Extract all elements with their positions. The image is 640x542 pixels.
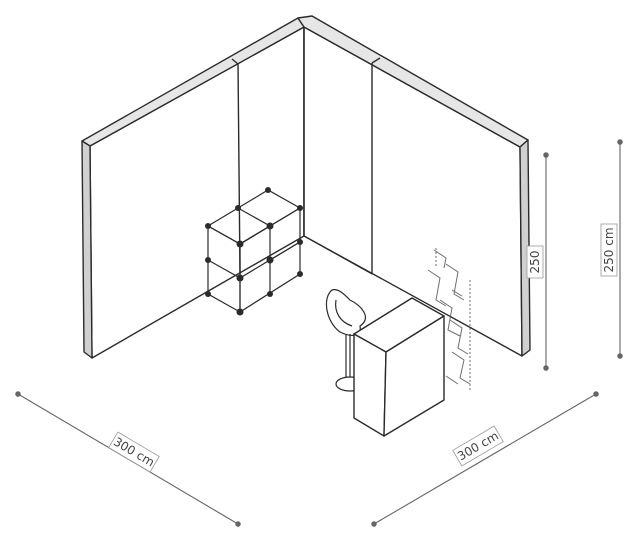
dim-label-width-left: 300 cm: [108, 431, 160, 473]
dim-label-height-outer: 250 cm: [600, 223, 618, 277]
height-inner-label: 250: [528, 251, 542, 274]
dim-label-width-right: 300 cm: [452, 425, 504, 467]
dim-label-height-inner: 250: [526, 245, 544, 279]
floor-edges: [303, 235, 373, 275]
cube-shelf: [205, 187, 303, 316]
bar-stool: [325, 289, 366, 392]
height-outer-label: 250 cm: [602, 227, 616, 272]
left-wall: [81, 17, 305, 359]
counter-desk: [353, 297, 445, 437]
clothes-rack: [427, 248, 471, 390]
right-wall: [297, 15, 531, 357]
